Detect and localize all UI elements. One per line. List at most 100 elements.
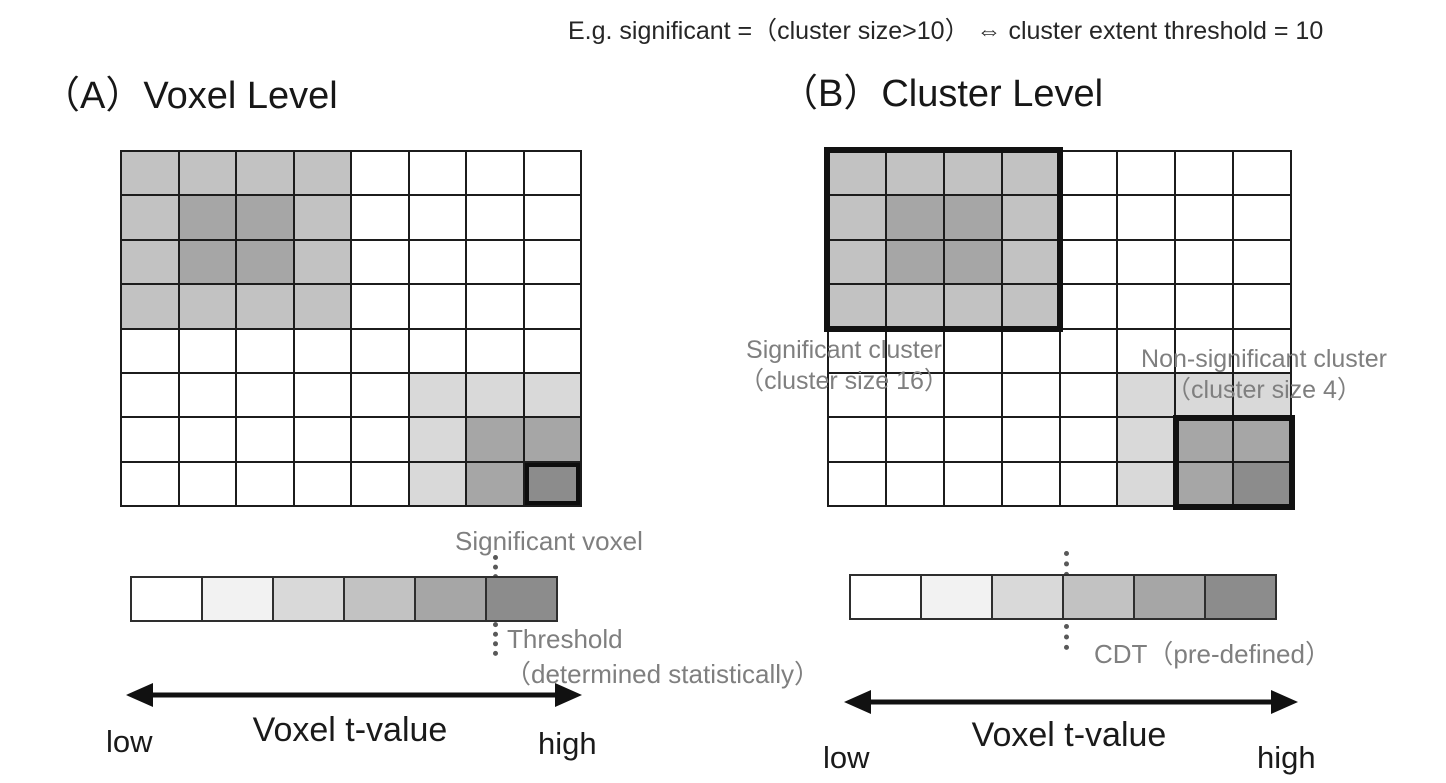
panel-a-title: （A）Voxel Level <box>42 75 338 117</box>
grid-cell <box>1002 240 1059 284</box>
grid-cell <box>409 240 465 284</box>
grid-cell <box>1002 418 1059 461</box>
grid-cell <box>179 240 235 284</box>
grid-cell <box>886 285 943 328</box>
grid-cell <box>237 462 293 505</box>
grid-cell <box>944 240 1001 284</box>
grid-cell <box>944 285 1001 328</box>
grid-cell <box>122 462 178 505</box>
grid-cell <box>1002 329 1059 372</box>
grid-cell <box>179 285 235 328</box>
grid-cell <box>467 462 523 505</box>
grid-cell <box>237 329 293 372</box>
grid-cell <box>352 240 408 284</box>
colorbar-cell <box>272 576 345 622</box>
grid-cell <box>352 285 408 328</box>
grid-cell <box>524 152 580 195</box>
grid-cell <box>294 418 350 461</box>
axis-title-b: Voxel t-value <box>971 716 1167 754</box>
non-significant-cluster-label-line2: （cluster size 4） <box>1166 376 1362 404</box>
grid-cell <box>467 285 523 328</box>
grid-cell <box>467 373 523 417</box>
voxel-grid-a <box>120 150 582 507</box>
significant-cluster-label-line2: （cluster size 16） <box>739 367 949 395</box>
grid-cell <box>409 285 465 328</box>
grid-cell <box>294 462 350 505</box>
axis-high-label-b: high <box>1257 740 1316 775</box>
grid-cell <box>1176 462 1233 505</box>
grid-cell <box>829 196 885 239</box>
grid-cell <box>122 196 178 239</box>
grid-cell <box>886 373 943 417</box>
grid-cell <box>237 196 293 239</box>
grid-cell <box>352 373 408 417</box>
grid-cell <box>1234 329 1290 372</box>
threshold-label-line1: Threshold <box>507 624 623 654</box>
grid-cell <box>886 418 943 461</box>
grid-cell <box>1234 462 1290 505</box>
grid-cell <box>409 152 465 195</box>
non-significant-cluster-label-line1: Non-significant cluster <box>1141 345 1387 373</box>
significant-cluster-label: Significant cluster （cluster size 16） <box>700 335 988 397</box>
grid-cell <box>409 329 465 372</box>
grid-cell <box>886 196 943 239</box>
grid-cell <box>886 152 943 195</box>
grid-cell <box>237 152 293 195</box>
grid-cell <box>1118 462 1175 505</box>
grid-cell <box>1176 329 1233 372</box>
grid-cell <box>409 373 465 417</box>
grid-cell <box>1060 196 1117 239</box>
grid-cell <box>467 196 523 239</box>
grid-cell <box>352 418 408 461</box>
colorbar-cell <box>1133 574 1206 620</box>
grid-cell <box>467 418 523 461</box>
grid-cell <box>1118 418 1175 461</box>
grid-cell <box>294 240 350 284</box>
grid-cell <box>886 462 943 505</box>
grid-cell <box>1234 418 1290 461</box>
grid-cell <box>122 152 178 195</box>
grid-cell <box>122 418 178 461</box>
grid-cell <box>1002 196 1059 239</box>
grid-cell <box>829 462 885 505</box>
grid-cell <box>179 152 235 195</box>
grid-cell <box>829 285 885 328</box>
grid-cell <box>1118 373 1175 417</box>
grid-cell <box>524 373 580 417</box>
grid-cell <box>1176 196 1233 239</box>
grid-cell <box>1060 152 1117 195</box>
grid-cell <box>467 329 523 372</box>
grid-cell <box>294 285 350 328</box>
significant-cluster-label-line1: Significant cluster <box>746 336 942 364</box>
grid-cell <box>1060 240 1117 284</box>
grid-cell <box>409 196 465 239</box>
grid-cell <box>944 418 1001 461</box>
grid-cell <box>1176 285 1233 328</box>
grid-cell <box>944 329 1001 372</box>
grid-cell <box>524 418 580 461</box>
grid-cell <box>886 240 943 284</box>
grid-cell <box>294 329 350 372</box>
grid-cell <box>1002 462 1059 505</box>
grid-cell <box>829 418 885 461</box>
non-significant-cluster-label: Non-significant cluster （cluster size 4） <box>1118 344 1410 406</box>
grid-cell <box>352 329 408 372</box>
colorbar-cell <box>343 576 416 622</box>
grid-cell <box>1234 373 1290 417</box>
grid-cell <box>829 152 885 195</box>
grid-cell <box>944 373 1001 417</box>
grid-cell <box>1118 240 1175 284</box>
significant-voxel-label: Significant voxel <box>455 526 643 556</box>
grid-cell <box>829 329 885 372</box>
grid-cell <box>1060 462 1117 505</box>
grid-cell <box>1002 373 1059 417</box>
cluster-outline <box>824 147 1063 332</box>
grid-cell <box>237 418 293 461</box>
t-value-axis-arrow-a <box>126 683 582 707</box>
grid-cell <box>294 196 350 239</box>
grid-cell <box>179 373 235 417</box>
grid-cell <box>122 373 178 417</box>
grid-cell <box>352 152 408 195</box>
colorbar-cell <box>485 576 558 622</box>
